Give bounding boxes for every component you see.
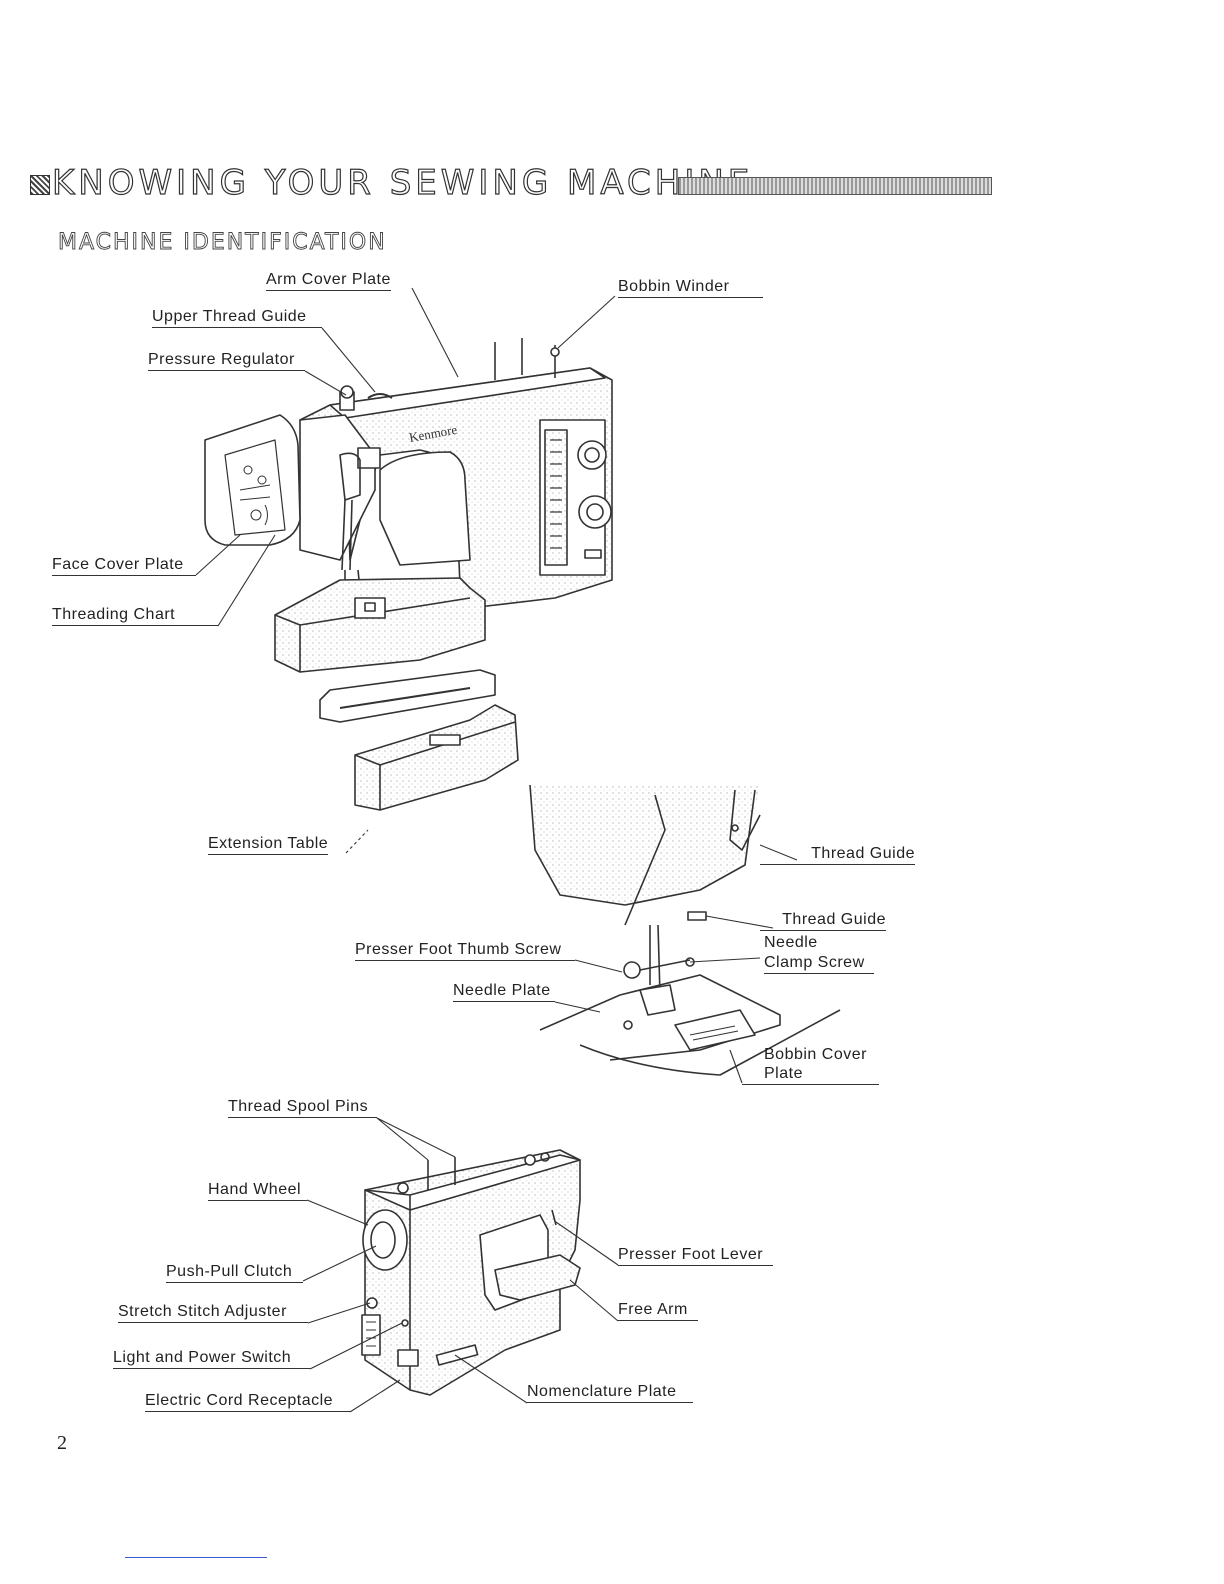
- label-presser-foot-lever: Presser Foot Lever: [618, 1245, 773, 1266]
- label-needle-plate: Needle Plate: [453, 981, 555, 1002]
- label-hand-wheel: Hand Wheel: [208, 1180, 307, 1201]
- page-title: KNOWING YOUR SEWING MACHINE: [51, 162, 754, 203]
- section-subtitle: MACHINE IDENTIFICATION: [58, 230, 387, 256]
- leader-lines: [195, 287, 798, 1413]
- label-bobbin-cover-plate-2: Plate: [742, 1064, 879, 1085]
- header-shaded-bar: [678, 177, 992, 195]
- label-needle-clamp-screw-1: Needle: [764, 934, 818, 951]
- page-header: KNOWING YOUR SEWING MACHINE: [30, 162, 995, 204]
- label-light-and-power-switch: Light and Power Switch: [113, 1348, 310, 1369]
- main-machine-drawing: Kenmore: [204, 338, 613, 811]
- label-extension-table: Extension Table: [208, 834, 329, 855]
- label-presser-foot-thumb-screw: Presser Foot Thumb Screw: [355, 940, 575, 961]
- footer-rule: [125, 1557, 267, 1558]
- rear-machine-drawing: [361, 1149, 581, 1396]
- label-free-arm: Free Arm: [618, 1300, 698, 1321]
- label-thread-guide-1: Thread Guide: [760, 844, 915, 865]
- label-face-cover-plate: Face Cover Plate: [52, 555, 196, 576]
- label-threading-chart: Threading Chart: [52, 605, 218, 626]
- label-thread-spool-pins: Thread Spool Pins: [228, 1097, 377, 1118]
- page-number: 2: [57, 1432, 67, 1454]
- needle-closeup-drawing: [529, 784, 841, 1076]
- label-electric-cord-receptacle: Electric Cord Receptacle: [145, 1391, 350, 1412]
- label-bobbin-winder: Bobbin Winder: [618, 277, 763, 298]
- label-bobbin-cover-plate-1: Bobbin Cover: [764, 1046, 867, 1063]
- label-pressure-regulator: Pressure Regulator: [148, 350, 305, 371]
- label-needle-clamp-screw-2: Clamp Screw: [764, 953, 874, 974]
- label-nomenclature-plate: Nomenclature Plate: [527, 1382, 693, 1403]
- label-thread-guide-2: Thread Guide: [760, 910, 886, 931]
- label-arm-cover-plate: Arm Cover Plate: [266, 270, 391, 291]
- label-upper-thread-guide: Upper Thread Guide: [152, 307, 322, 328]
- label-push-pull-clutch: Push-Pull Clutch: [166, 1262, 303, 1283]
- label-stretch-stitch-adjuster: Stretch Stitch Adjuster: [118, 1302, 308, 1323]
- header-box-icon: [30, 175, 50, 195]
